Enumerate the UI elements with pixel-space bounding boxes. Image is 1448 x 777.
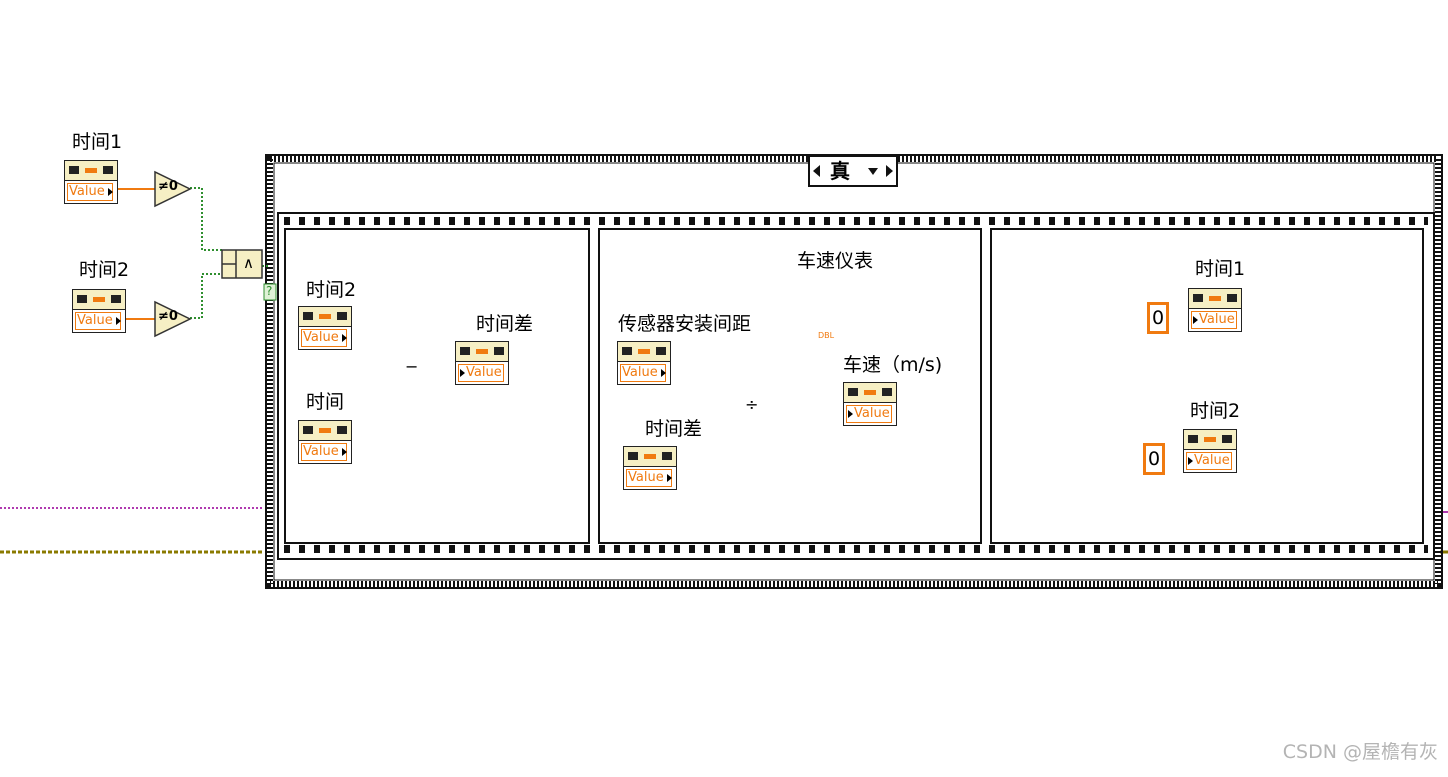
increment-arrow-icon[interactable]: [886, 165, 893, 177]
frame2-diff-label: 时间差: [645, 418, 703, 440]
dropdown-arrow-icon[interactable]: [868, 168, 878, 175]
frame3-const-2[interactable]: 0: [1143, 443, 1165, 475]
frame1-diff-indicator[interactable]: Value: [455, 341, 509, 385]
time2-local-variable[interactable]: Value: [72, 289, 126, 333]
divide-symbol: ÷: [745, 395, 759, 414]
frame2-speed-label: 车速（m/s): [843, 354, 943, 376]
frame3-time1-label: 时间1: [1195, 258, 1246, 280]
time2-label: 时间2: [79, 259, 130, 281]
speed-gauge-indicator[interactable]: [797, 280, 859, 342]
subtract-symbol: −: [405, 357, 419, 376]
time1-local-variable[interactable]: Value: [64, 160, 118, 204]
sequence-frame-2: [598, 228, 982, 544]
time1-label: 时间1: [72, 131, 123, 153]
frame2-distance-variable[interactable]: Value: [617, 341, 671, 385]
gauge-type-label: DBL: [818, 331, 835, 340]
and-symbol: ∧: [243, 254, 254, 272]
decrement-arrow-icon[interactable]: [813, 165, 820, 177]
sequence-frame-3: [990, 228, 1424, 544]
not-equal-zero-symbol: ≠0: [158, 179, 178, 194]
frame1-time-label: 时间: [306, 391, 345, 413]
frame2-distance-label: 传感器安装间距: [618, 313, 752, 335]
frame3-const-1[interactable]: 0: [1147, 302, 1169, 334]
frame3-time2-label: 时间2: [1190, 400, 1241, 422]
frame3-time1-variable[interactable]: Value: [1188, 288, 1242, 332]
frame2-diff-variable[interactable]: Value: [623, 446, 677, 490]
case-selector[interactable]: 真: [808, 155, 898, 187]
case-selector-value: 真: [830, 159, 850, 183]
frame2-speed-indicator[interactable]: Value: [843, 382, 897, 426]
not-equal-zero-symbol: ≠0: [158, 309, 178, 324]
frame3-time2-variable[interactable]: Value: [1183, 429, 1237, 473]
watermark: CSDN @屋檐有灰: [1282, 741, 1438, 763]
frame1-diff-label: 时间差: [476, 313, 534, 335]
selector-terminal-marker: ?: [266, 284, 273, 298]
frame1-time-variable[interactable]: Value: [298, 420, 352, 464]
frame1-time2-variable[interactable]: Value: [298, 306, 352, 350]
frame2-gauge-label: 车速仪表: [797, 250, 874, 272]
sequence-frame-1: [284, 228, 590, 544]
frame1-time2-label: 时间2: [306, 279, 357, 301]
